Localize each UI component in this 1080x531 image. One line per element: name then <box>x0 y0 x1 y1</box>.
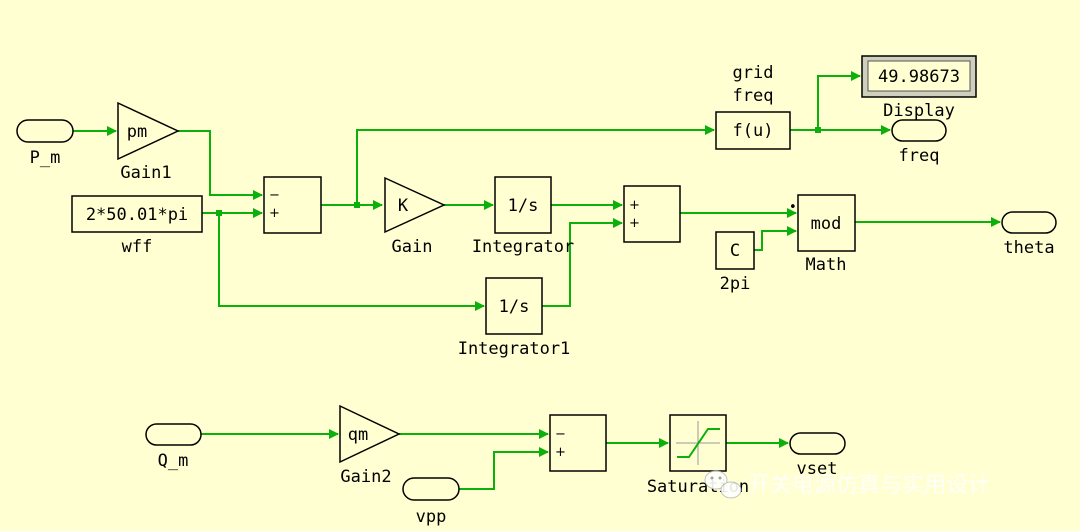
sum3-block[interactable]: − + <box>549 414 607 472</box>
two-pi-constant-block[interactable]: C <box>715 231 755 270</box>
grid-freq-value: f(u) <box>733 121 774 141</box>
math-label: Math <box>806 255 847 275</box>
p-m-label: P_m <box>30 148 61 168</box>
gain1-label: Gain1 <box>120 163 171 183</box>
two-pi-value: C <box>730 241 740 261</box>
freq-port[interactable] <box>891 119 947 142</box>
signal-lines <box>73 71 1001 490</box>
vset-port[interactable] <box>789 432 846 455</box>
integrator-value: 1/s <box>508 196 539 216</box>
wff-constant-block[interactable]: 2*50.01*pi <box>71 195 203 233</box>
gain1-block[interactable]: pm <box>117 101 180 161</box>
grid-freq-label-line2: freq <box>733 86 774 106</box>
sum3-plus-sign: + <box>555 445 566 460</box>
gain-label: Gain <box>392 237 433 257</box>
sum2-block[interactable]: + + <box>623 185 681 243</box>
grid-freq-fcn-block[interactable]: f(u) <box>715 111 791 150</box>
integrator1-block[interactable]: 1/s <box>485 277 543 335</box>
gain1-value: pm <box>127 122 147 142</box>
integrator1-label: Integrator1 <box>458 339 571 359</box>
vset-label: vset <box>797 459 838 479</box>
gain-block[interactable]: K <box>384 176 446 234</box>
sum1-plus-sign: + <box>269 206 280 221</box>
gain2-block[interactable]: qm <box>339 404 401 464</box>
vpp-port[interactable] <box>402 477 460 501</box>
wechat-icon <box>704 470 742 499</box>
p-m-port[interactable] <box>16 119 74 143</box>
gain2-label: Gain2 <box>340 467 391 487</box>
q-m-label: Q_m <box>158 451 189 471</box>
wechat-watermark: 开关电源仿真与实用设计 <box>704 470 990 499</box>
theta-label: theta <box>1003 238 1054 258</box>
gain-value: K <box>398 196 409 216</box>
two-pi-label: 2pi <box>720 274 751 294</box>
math-value: mod <box>811 214 842 234</box>
sum2-plus-sign-top: + <box>629 198 640 213</box>
freq-label: freq <box>899 146 940 166</box>
q-m-port[interactable] <box>145 423 202 446</box>
integrator-block[interactable]: 1/s <box>494 176 552 234</box>
sum3-minus-sign: − <box>555 427 566 442</box>
gain2-value: qm <box>348 425 368 445</box>
math-mod-block[interactable]: mod <box>797 194 856 252</box>
integrator1-value: 1/s <box>499 297 530 317</box>
saturation-block[interactable] <box>669 414 727 472</box>
display-block[interactable]: 49.98673 <box>861 55 977 98</box>
wff-value: 2*50.01*pi <box>86 205 188 225</box>
sum1-block[interactable]: − + <box>263 176 322 234</box>
grid-freq-label-line1: grid <box>733 63 774 83</box>
sum2-plus-sign-bottom: + <box>629 216 640 231</box>
integrator-label: Integrator <box>472 237 574 257</box>
vpp-label: vpp <box>416 507 447 527</box>
wff-label: wff <box>122 237 153 257</box>
watermark-text: 开关电源仿真与实用设计 <box>748 473 990 498</box>
sum1-minus-sign: − <box>269 188 280 203</box>
theta-port[interactable] <box>1001 211 1057 234</box>
math-input-dot: • <box>789 200 797 215</box>
display-label: Display <box>883 101 955 121</box>
display-value: 49.98673 <box>878 67 960 87</box>
